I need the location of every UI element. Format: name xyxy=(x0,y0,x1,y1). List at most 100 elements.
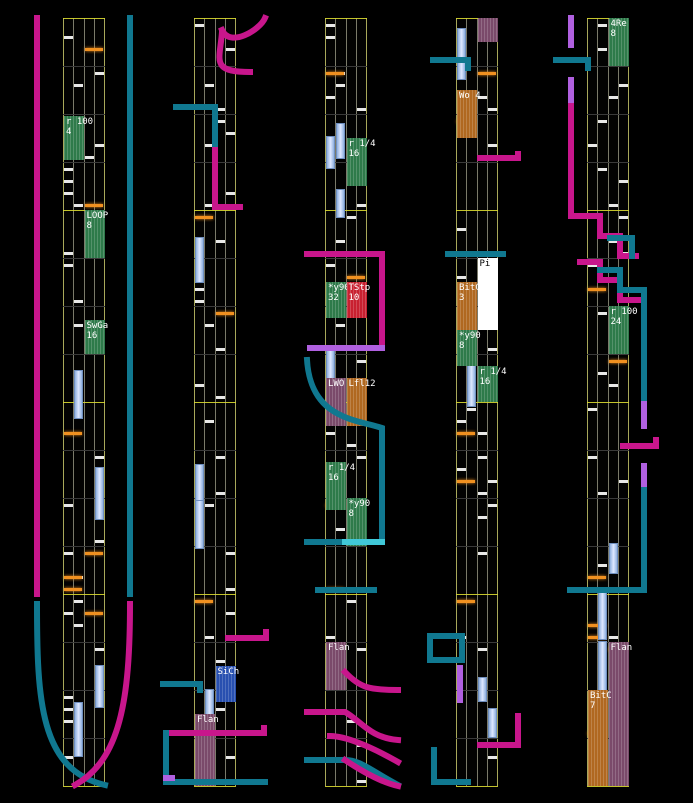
chip-note xyxy=(457,636,466,639)
chip-note xyxy=(195,384,204,387)
beat-line xyxy=(194,546,236,547)
chip-note xyxy=(326,24,335,27)
chip-note xyxy=(477,96,487,99)
measure-line xyxy=(456,210,498,211)
fx-effect-block: SiCh xyxy=(215,666,239,702)
chip-note xyxy=(74,300,84,303)
chip-note xyxy=(205,324,215,327)
chip-note xyxy=(74,324,84,327)
chip-note xyxy=(64,504,73,507)
chip-note xyxy=(598,312,608,315)
chip-note xyxy=(477,432,487,435)
chip-note xyxy=(205,420,215,423)
beat-line xyxy=(587,258,629,259)
beat-line xyxy=(325,354,367,355)
beat-line xyxy=(194,690,236,691)
chip-note xyxy=(477,456,487,459)
long-note xyxy=(487,708,497,738)
fx-effect-block: Flan xyxy=(326,642,350,690)
chip-note xyxy=(356,360,366,363)
chip-note xyxy=(336,348,346,351)
beat-line xyxy=(456,354,498,355)
fx-effect-block: Wo 4 xyxy=(457,90,481,138)
fx-chip-note xyxy=(195,216,213,219)
chip-note xyxy=(225,756,235,759)
chip-note xyxy=(457,228,466,231)
chip-note xyxy=(598,492,608,495)
fx-chip-note xyxy=(457,600,475,603)
beat-line xyxy=(63,546,105,547)
fx-chip-note xyxy=(326,72,344,75)
chip-note xyxy=(598,120,608,123)
chip-note xyxy=(64,720,73,723)
fx-effect-block: Lfl12 xyxy=(346,378,376,426)
long-note xyxy=(336,189,346,218)
chip-note xyxy=(356,744,366,747)
measure-line xyxy=(63,786,105,787)
chip-note xyxy=(64,708,73,711)
chip-note xyxy=(477,648,487,651)
chip-note xyxy=(608,204,618,207)
chip-note xyxy=(487,504,497,507)
beat-line xyxy=(194,498,236,499)
measure-line xyxy=(325,210,367,211)
chip-note xyxy=(356,456,366,459)
beat-line xyxy=(325,258,367,259)
measure-line xyxy=(456,594,498,595)
chip-note xyxy=(215,660,225,663)
beat-line xyxy=(194,66,236,67)
chip-note xyxy=(225,48,235,51)
chip-note xyxy=(477,552,487,555)
fx-chip-note xyxy=(64,588,82,591)
chip-note xyxy=(205,504,215,507)
measure-line xyxy=(456,786,498,787)
chip-note xyxy=(598,564,608,567)
chip-note xyxy=(457,276,466,279)
chip-note xyxy=(225,132,235,135)
chip-note xyxy=(94,648,104,651)
chip-note xyxy=(225,192,235,195)
chip-note xyxy=(64,696,73,699)
chip-note xyxy=(588,264,597,267)
chip-note xyxy=(64,36,73,39)
measure-line xyxy=(456,18,498,19)
long-note xyxy=(94,467,104,520)
beat-line xyxy=(587,450,629,451)
measure-line xyxy=(194,210,236,211)
beat-line xyxy=(456,642,498,643)
beat-line xyxy=(63,354,105,355)
chip-note xyxy=(336,528,346,531)
fx-chip-note xyxy=(326,588,344,591)
beat-line xyxy=(63,162,105,163)
fx-chip-note xyxy=(85,612,103,615)
fx-chip-note xyxy=(85,204,103,207)
chip-note xyxy=(205,144,215,147)
chip-note xyxy=(336,252,346,255)
long-note xyxy=(336,123,346,159)
fx-effect-block: r 100 4 xyxy=(64,116,93,160)
chip-note xyxy=(477,516,487,519)
chip-note xyxy=(608,636,618,639)
chip-note xyxy=(588,144,597,147)
chip-note xyxy=(195,300,204,303)
measure-line xyxy=(587,18,629,19)
beat-line xyxy=(325,690,367,691)
chip-note xyxy=(215,120,225,123)
chip-note xyxy=(598,48,608,51)
measure-line xyxy=(325,594,367,595)
chip-note xyxy=(588,456,597,459)
chip-note xyxy=(618,180,628,183)
fx-chip-note xyxy=(478,72,496,75)
fx-chip-note xyxy=(457,480,475,483)
measure-line xyxy=(194,786,236,787)
beat-line xyxy=(63,258,105,259)
chip-note xyxy=(94,456,104,459)
chip-note xyxy=(336,540,346,543)
beat-line xyxy=(587,162,629,163)
chip-note xyxy=(457,252,466,255)
beat-line xyxy=(63,498,105,499)
beat-line xyxy=(325,66,367,67)
long-note xyxy=(608,543,618,574)
long-note xyxy=(195,500,204,549)
